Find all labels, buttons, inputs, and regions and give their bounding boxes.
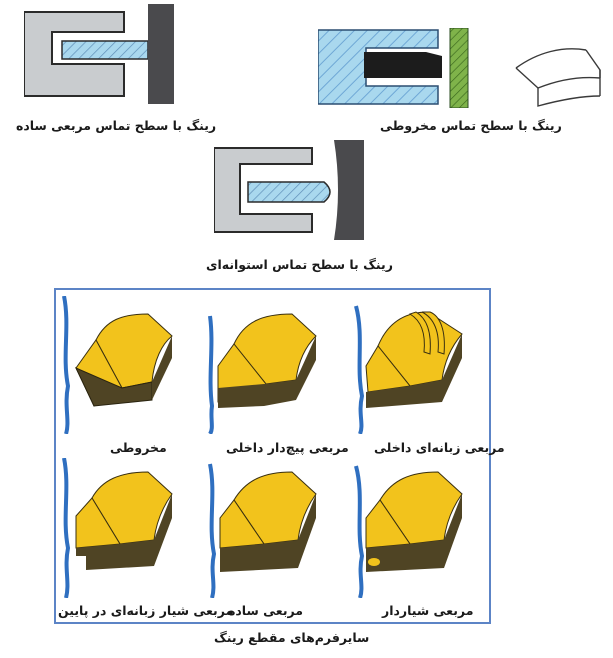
- section-plain-rectangular: [204, 458, 334, 598]
- tapered-ring-diagram: [318, 28, 478, 108]
- plain-ring-caption: رینگ با سطح تماس مربعی ساده: [16, 118, 217, 133]
- section-tapered: [62, 296, 192, 434]
- section-label-plain-rectangular: مربعی ساده: [228, 603, 304, 618]
- section-types-caption: سایرفرم‌های مقطع رینگ: [214, 630, 370, 645]
- section-label-bottom-groove-stepped: مربعی شیار زبانه‌ای در پایین: [58, 603, 234, 618]
- section-label-inner-twisted: مربعی پیچ‌دار داخلی: [226, 440, 349, 455]
- section-grooved: [350, 458, 486, 598]
- section-label-tapered: مخروطی: [110, 440, 167, 455]
- barrel-ring-diagram: [214, 140, 364, 240]
- tapered-ring-sketch: [508, 40, 608, 110]
- section-types-panel: مخروطی مربعی پیچ‌دار داخلی مربعی زبانه‌ا…: [54, 288, 505, 624]
- section-label-inner-stepped: مربعی زبانه‌ای داخلی: [374, 440, 505, 455]
- section-bottom-groove-stepped: [62, 458, 192, 598]
- section-label-grooved: مربعی شیاردار: [382, 603, 474, 618]
- plain-ring-diagram: [24, 4, 174, 104]
- section-inner-twisted: [204, 296, 334, 434]
- section-inner-stepped: [350, 296, 486, 434]
- tapered-ring-caption: رینگ با سطح تماس مخروطی: [380, 118, 562, 133]
- barrel-ring-caption: رینگ با سطح تماس استوانه‌ای: [206, 257, 393, 272]
